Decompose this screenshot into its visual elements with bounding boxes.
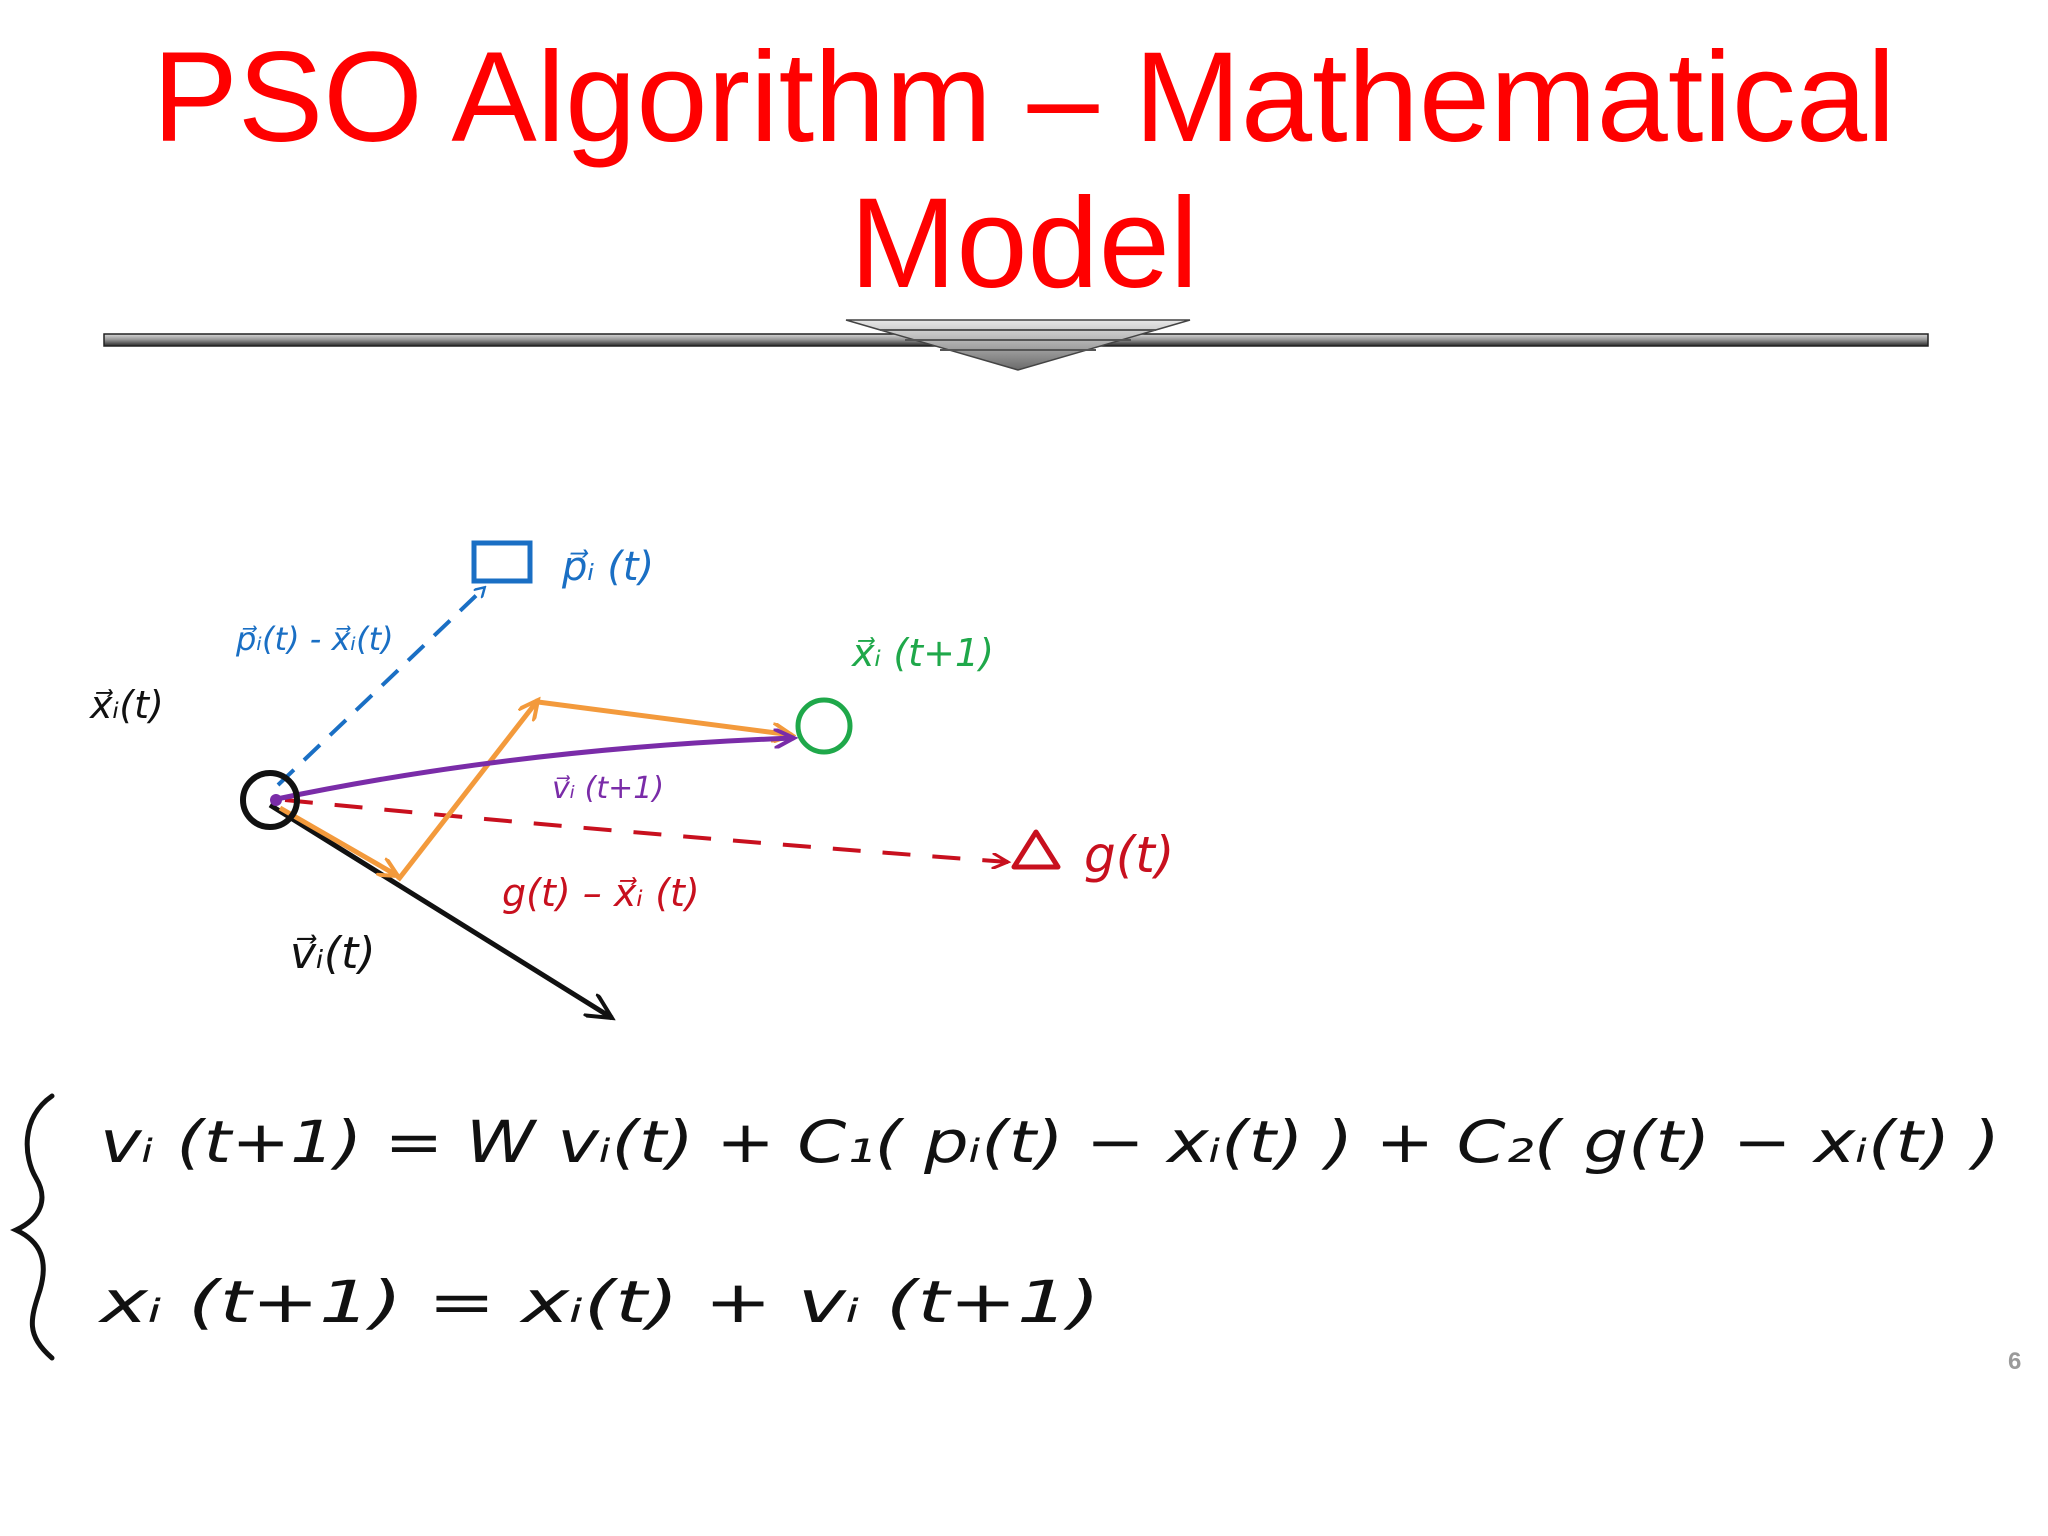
label-current-position: x⃗ᵢ(t) <box>89 683 164 727</box>
label-new-velocity: v⃗ᵢ (t+1) <box>552 771 664 806</box>
system-brace <box>10 1093 55 1361</box>
label-next-position: x⃗ᵢ (t+1) <box>851 631 994 675</box>
label-personal-best: p⃗ᵢ (t) <box>561 544 654 590</box>
social-component-arrow <box>537 699 792 735</box>
slide-title: PSO Algorithm – Mathematical Model <box>0 25 2048 317</box>
cognitive-component-arrow <box>396 700 538 882</box>
label-personal-best-difference: p⃗ᵢ(t) - x⃗ᵢ(t) <box>235 620 394 658</box>
personal-best-direction-arrow <box>276 588 484 787</box>
slide-title-line-1: PSO Algorithm – Mathematical <box>152 26 1896 169</box>
inertia-component-arrow <box>278 805 398 876</box>
slide-title-line-2: Model <box>849 172 1199 315</box>
title-divider <box>103 319 1929 371</box>
global-best-marker <box>1011 829 1061 870</box>
divider-arrow <box>845 319 1191 371</box>
current-velocity-arrow <box>268 802 612 1018</box>
global-best-direction-arrow <box>284 798 1008 862</box>
next-position-marker <box>795 697 853 755</box>
current-position-marker <box>240 770 300 830</box>
label-global-best: g(t) <box>1084 826 1174 884</box>
personal-best-marker <box>471 540 533 584</box>
label-global-best-difference: g(t) – x⃗ᵢ (t) <box>502 871 700 915</box>
velocity-update-equation: vᵢ (t+1) = W vᵢ(t) + C₁( pᵢ(t) − xᵢ(t) )… <box>100 1108 2000 1176</box>
new-velocity-arrow <box>271 738 794 803</box>
position-update-equation: xᵢ (t+1) = xᵢ(t) + vᵢ (t+1) <box>97 1268 1100 1336</box>
page-number: 6 <box>2008 1348 2022 1375</box>
label-current-velocity: v⃗ᵢ(t) <box>290 928 376 979</box>
